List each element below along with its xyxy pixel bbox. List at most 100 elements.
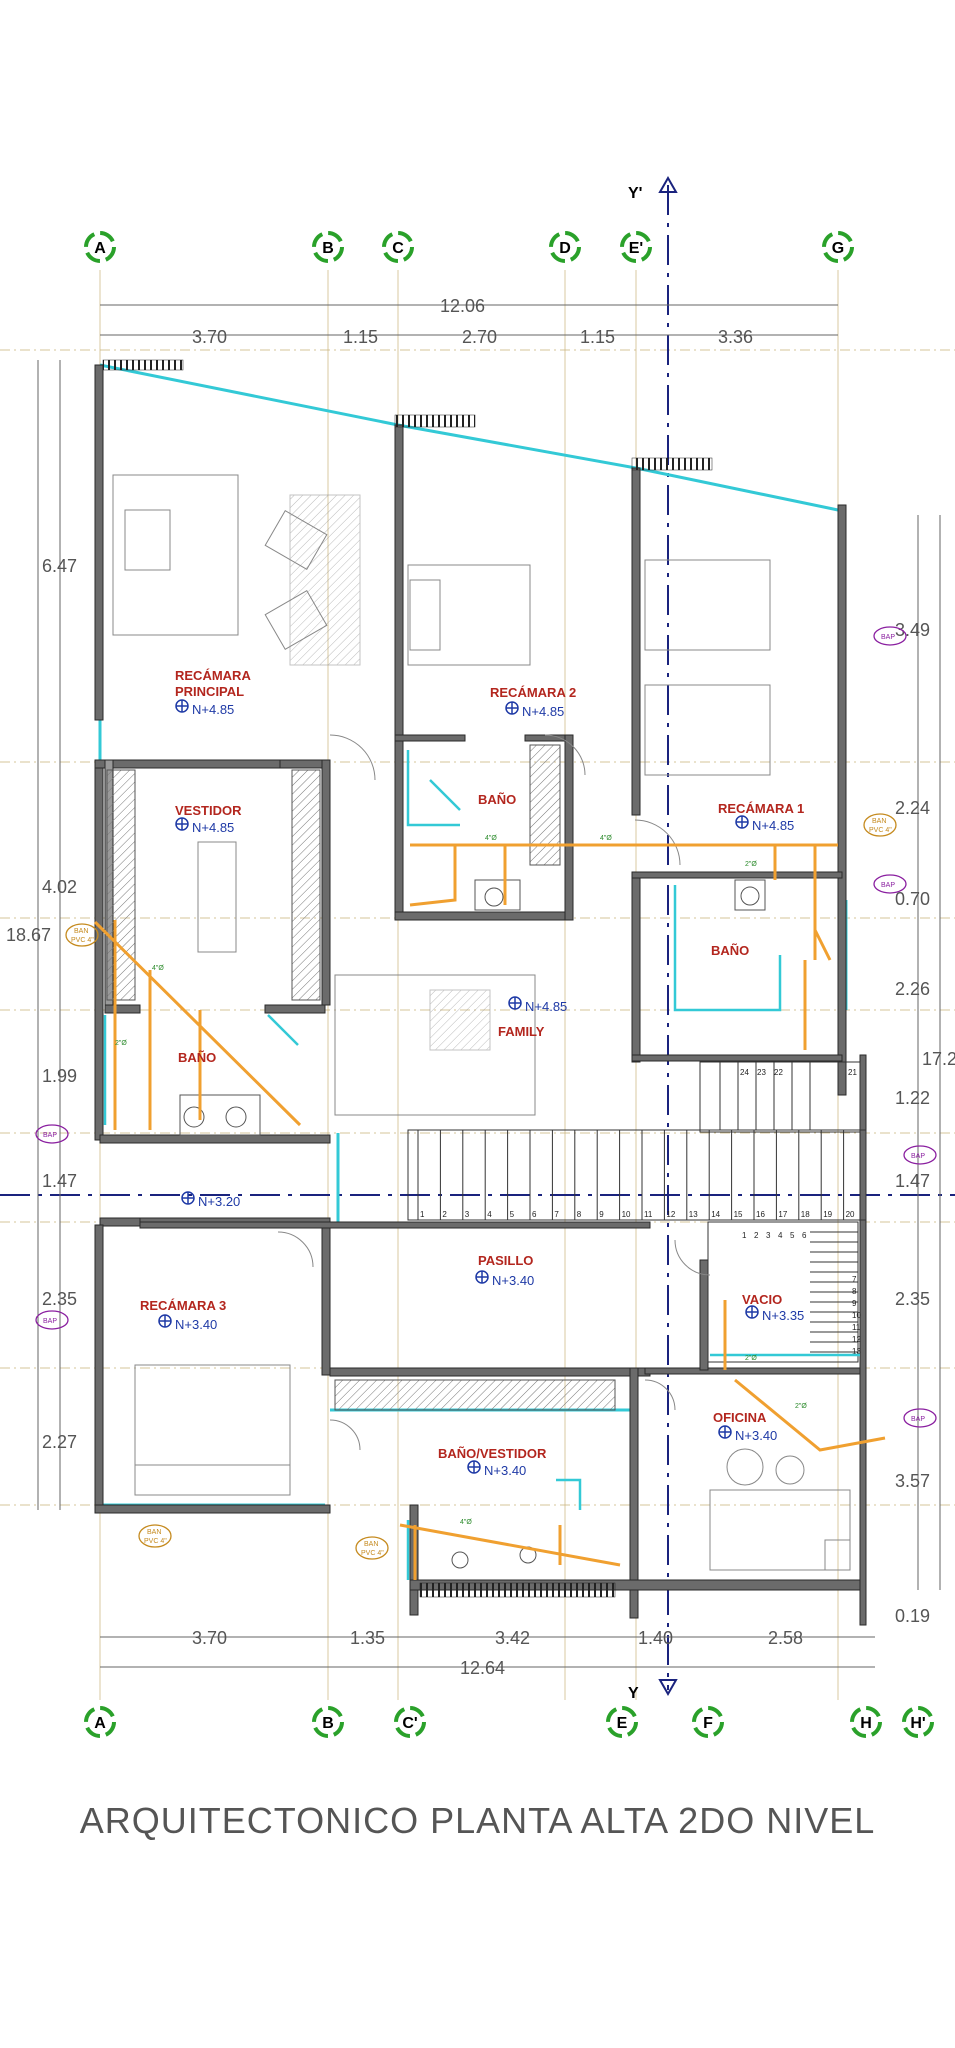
- sofa-family: [334, 974, 536, 1116]
- level-marker-icon: [735, 815, 749, 829]
- plumbing-pipes: [93, 843, 886, 1580]
- pipe-label: 4"Ø: [152, 965, 164, 972]
- dim-bottom-2: 1.35: [350, 1628, 385, 1648]
- level-vacio: N+3.35: [762, 1308, 804, 1323]
- desk-oficina: [709, 1489, 851, 1571]
- stair-step-number: 16: [756, 1210, 765, 1219]
- grid-bubble-b: B: [312, 1706, 344, 1738]
- dim-bottom-1: 3.70: [192, 1628, 227, 1648]
- level-vestidor: N+4.85: [192, 820, 234, 835]
- svg-text:C': C': [402, 1715, 417, 1732]
- tags-ban: [65, 813, 897, 1560]
- level-family: N+4.85: [525, 999, 567, 1014]
- exterior-glazing: [98, 363, 848, 1507]
- dim-bottom-5: 2.58: [768, 1628, 803, 1648]
- svg-text:H': H': [910, 1715, 925, 1732]
- grid-bubble-b: B: [312, 231, 344, 263]
- svg-text:G: G: [832, 240, 844, 257]
- grid-vertical-lines: [99, 270, 839, 1700]
- level-oficina: N+3.40: [735, 1428, 777, 1443]
- dim-left-3: 1.99: [42, 1066, 77, 1086]
- room-family: FAMILY: [498, 1024, 545, 1039]
- tag-bap: BAP: [881, 882, 895, 889]
- tags-ban-text: BAN PVC 4" BAN PVC 4" BAN PVC 4" BAN PVC…: [71, 818, 892, 1557]
- grid-bubble-a: A: [84, 231, 116, 263]
- level-texts: N+4.85 N+4.85 N+4.85 N+4.85 N+4.85 N+3.2…: [175, 702, 804, 1478]
- dim-top-2: 1.15: [343, 327, 378, 347]
- grid-bubble-h-prime: H': [902, 1706, 934, 1738]
- dim-bottom-total: 12.64: [460, 1658, 505, 1678]
- svg-text:B: B: [322, 240, 334, 257]
- level-recamara-principal: N+4.85: [192, 702, 234, 717]
- svg-text:E': E': [629, 240, 643, 257]
- room-recamara-2: RECÁMARA 2: [490, 685, 576, 700]
- room-recamara-1: RECÁMARA 1: [718, 801, 804, 816]
- tags-bap-text: BAP BAP BAP BAP BAP BAP: [43, 634, 925, 1423]
- room-bano-1: BAÑO: [711, 943, 749, 958]
- stair-step-number: 4: [778, 1231, 783, 1240]
- level-recamara-3: N+3.40: [175, 1317, 217, 1332]
- dim-top-1: 3.70: [192, 327, 227, 347]
- stair-step-number: 15: [734, 1210, 743, 1219]
- dim-left-1: 6.47: [42, 556, 77, 576]
- stair-step-number: 20: [846, 1210, 855, 1219]
- window-louvers: [102, 359, 713, 1598]
- stair-step-number: 18: [801, 1210, 810, 1219]
- tag-bap: BAP: [43, 1318, 57, 1325]
- pipe-label: 2"Ø: [745, 1355, 757, 1362]
- stair-step-number: 13: [689, 1210, 698, 1219]
- room-bano-vestidor: BAÑO/VESTIDOR: [438, 1446, 547, 1461]
- stair-step-number: 8: [852, 1287, 857, 1296]
- tag-pvc: PVC 4": [869, 827, 892, 834]
- level-pasillo: N+3.40: [492, 1273, 534, 1288]
- dim-right-7: 2.35: [895, 1289, 930, 1309]
- tag-pvc: PVC 4": [144, 1538, 167, 1545]
- pipe-label: 4"Ø: [460, 1519, 472, 1526]
- grid-bubble-g: G: [822, 231, 854, 263]
- dim-top-4: 1.15: [580, 327, 615, 347]
- room-recamara-3: RECÁMARA 3: [140, 1298, 226, 1313]
- svg-text:B: B: [322, 1715, 334, 1732]
- pipe-label: 2"Ø: [745, 861, 757, 868]
- room-recamara-principal-2: PRINCIPAL: [175, 684, 244, 699]
- stair-step-number: 4: [487, 1210, 492, 1219]
- level-markers: [158, 699, 759, 1474]
- section-axis-y: [0, 175, 955, 1697]
- room-bano-2: BAÑO: [478, 792, 516, 807]
- dim-top-3: 2.70: [462, 327, 497, 347]
- dim-top-total: 12.06: [440, 296, 485, 316]
- tag-bap: BAP: [911, 1416, 925, 1423]
- pipe-label: 4"Ø: [600, 835, 612, 842]
- pipe-labels: 4"Ø 4"Ø 2"Ø 4"Ø 2"Ø 4"Ø 2"Ø 2"Ø: [115, 835, 807, 1526]
- room-pasillo: PASILLO: [478, 1253, 533, 1268]
- svg-text:A: A: [94, 1715, 106, 1732]
- bed-master: [112, 474, 239, 636]
- stair-step-number: 3: [465, 1210, 470, 1219]
- dim-left-6: 2.27: [42, 1432, 77, 1452]
- grid-bubble-f: F: [692, 1706, 724, 1738]
- stair-step-number: 3: [766, 1231, 771, 1240]
- stair-step-number: 5: [510, 1210, 515, 1219]
- bed-3: [134, 1364, 291, 1496]
- section-label-top: Y': [628, 185, 642, 202]
- stair-step-number: 12: [852, 1335, 861, 1344]
- tag-ban: BAN: [872, 818, 886, 825]
- dim-bottom-3: 3.42: [495, 1628, 530, 1648]
- stair-step-number: 9: [599, 1210, 604, 1219]
- level-marker-icon: [718, 1425, 732, 1439]
- tag-pvc: PVC 4": [71, 937, 94, 944]
- tag-bap: BAP: [881, 634, 895, 641]
- stair-step-number: 19: [823, 1210, 832, 1219]
- tag-pvc: PVC 4": [361, 1550, 384, 1557]
- dim-left-4: 1.47: [42, 1171, 77, 1191]
- stair-step-number: 2: [754, 1231, 759, 1240]
- pipe-label: 2"Ø: [115, 1040, 127, 1047]
- dim-right-2: 2.24: [895, 798, 930, 818]
- stair-step-number: 13: [852, 1347, 861, 1356]
- stair-step-number: 24: [740, 1068, 749, 1077]
- tag-bap: BAP: [911, 1153, 925, 1160]
- bed-1a: [644, 559, 771, 651]
- tag-bap: BAP: [43, 1132, 57, 1139]
- stair-step-number: 10: [622, 1210, 631, 1219]
